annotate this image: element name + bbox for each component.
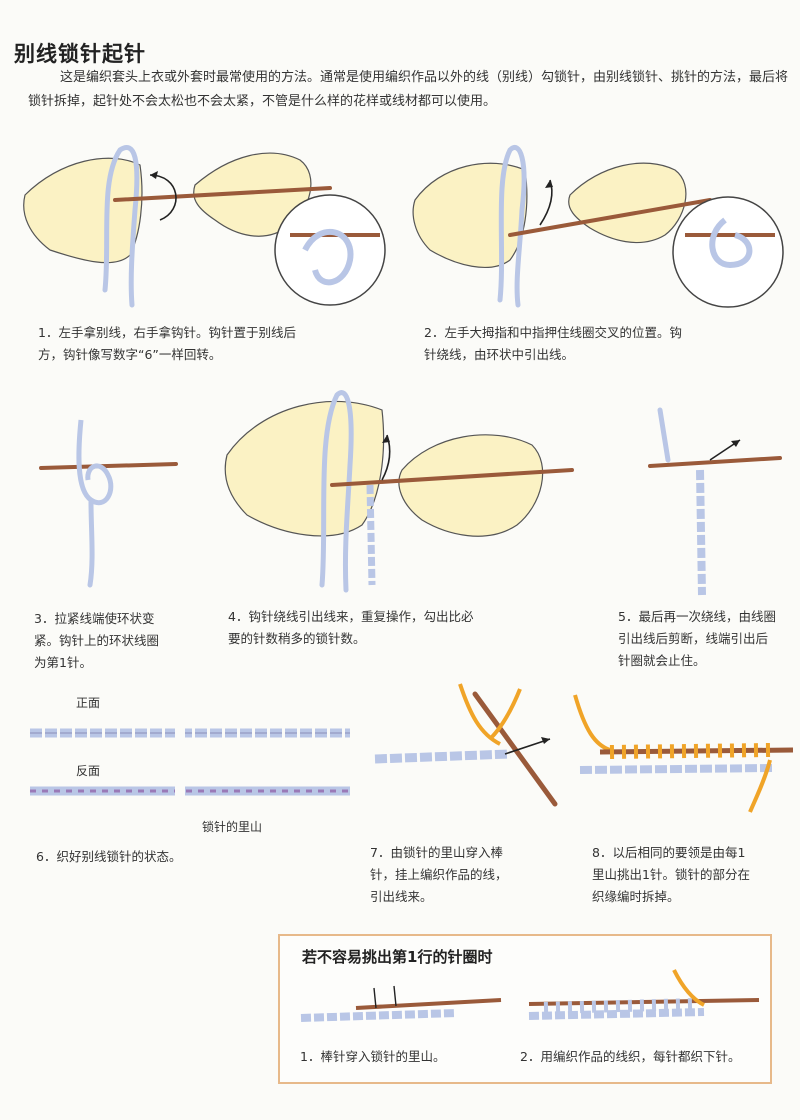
- caption-line: 5．最后再一次绕线，由线圈: [618, 609, 776, 624]
- knitting-needle: [472, 691, 558, 807]
- caption-line: 2．左手大拇指和中指押住线圈交叉的位置。钩: [424, 325, 682, 340]
- caption-line: 3．拉紧线端使环状变: [34, 611, 155, 626]
- tip-caption-2: 2．用编织作品的线织，每针都织下针。: [520, 1049, 741, 1064]
- yarn-end: [657, 407, 671, 463]
- step-1-caption: 1．左手拿别线，右手拿钩针。钩针置于别线后 方，钩针像写数字“6”一样回转。: [38, 322, 296, 366]
- step-2-caption: 2．左手大拇指和中指押住线圈交叉的位置。钩 针绕线，由环状中引出线。: [424, 322, 682, 366]
- working-yarn: [748, 759, 772, 813]
- figure-step-2: [412, 145, 784, 308]
- detail-circle: [274, 194, 386, 306]
- crochet-hook: [113, 186, 332, 202]
- stitches-on-needle: [609, 743, 771, 759]
- caption-line: 7．由锁针的里山穿入棒: [370, 845, 503, 860]
- step-3-caption: 3．拉紧线端使环状变 紧。钩针上的环状线圈 为第1针。: [34, 608, 159, 674]
- figure-step-7: [374, 683, 558, 807]
- chain-stitches: [579, 764, 776, 774]
- left-hand-illustration: [412, 162, 528, 268]
- figure-step-1: [23, 145, 386, 308]
- caption-line: 紧。钩针上的环状线圈: [34, 633, 160, 648]
- left-hand-illustration: [224, 400, 385, 537]
- figure-step-4: [224, 390, 574, 593]
- caption-line: 引出线后剪断，线端引出后: [618, 631, 769, 646]
- left-hand-illustration: [23, 157, 143, 264]
- working-yarn: [458, 683, 522, 746]
- caption-line: 为第1针。: [34, 655, 92, 670]
- step-8-caption: 8．以后相同的要领是由每1 里山挑出1针。锁针的部分在 织缘编时拆掉。: [592, 842, 750, 908]
- caption-line: 引出线来。: [370, 889, 433, 904]
- knitting-needle: [355, 998, 502, 1010]
- intro-paragraph: 这是编织套头上衣或外套时最常使用的方法。通常是使用编织作品以外的线（别线）勾锁针…: [28, 70, 789, 109]
- caption-line: 6．织好别线锁针的状态。: [36, 849, 182, 864]
- figure-step-6-front: [30, 718, 350, 748]
- step-4-caption: 4．钩针绕线引出线来，重复操作，勾出比必 要的针数稍多的锁针数。: [228, 606, 473, 650]
- working-yarn-tail: [573, 694, 611, 752]
- caption-line: 针绕线，由环状中引出线。: [424, 347, 575, 362]
- caption-line: 针圈就会止住。: [618, 653, 706, 668]
- crochet-hook: [330, 468, 574, 487]
- yarn-tail: [87, 499, 95, 588]
- page-title: 别线锁针起针: [14, 42, 146, 66]
- figure-step-3: [39, 419, 178, 588]
- caption-line: 4．钩针绕线引出线来，重复操作，勾出比必: [228, 609, 474, 624]
- step-6-caption: 6．织好别线锁针的状态。: [36, 846, 181, 868]
- crochet-hook: [39, 462, 178, 470]
- chain-stitches: [696, 469, 706, 596]
- figure-step-6-back: [30, 776, 350, 806]
- caption-line: 8．以后相同的要领是由每1: [592, 845, 746, 860]
- figure-step-8: [573, 694, 794, 813]
- right-hand-illustration: [568, 162, 687, 244]
- tip-figure-2: [528, 969, 760, 1020]
- yarn-strand: [497, 145, 527, 308]
- detail-circle: [672, 196, 784, 308]
- chain-back-bump-label: 锁针的里山: [202, 820, 263, 834]
- tip-figure-1: [300, 985, 502, 1022]
- pull-arrow: [504, 738, 551, 755]
- step-7-caption: 7．由锁针的里山穿入棒 针，挂上编织作品的线， 引出线来。: [370, 842, 508, 908]
- rotation-arrow: [149, 174, 177, 221]
- tip-caption-1: 1．棒针穿入锁针的里山。: [300, 1049, 446, 1064]
- crochet-hook: [508, 198, 712, 237]
- caption-line: 里山挑出1针。锁针的部分在: [592, 867, 750, 882]
- step-5-caption: 5．最后再一次绕线，由线圈 引出线后剪断，线端引出后 针圈就会止住。: [618, 606, 776, 672]
- figure-step-5: [648, 407, 782, 596]
- chain-front-label: 正面: [76, 696, 101, 710]
- chain-back-label: 反面: [76, 764, 101, 778]
- crochet-hook: [648, 456, 782, 468]
- caption-line: 方，钩针像写数字“6”一样回转。: [38, 347, 222, 362]
- knitting-needle: [528, 998, 760, 1006]
- yarn-strand: [102, 145, 140, 308]
- chain-stitches: [366, 484, 376, 586]
- yarn-strand: [319, 390, 354, 593]
- caption-line: 要的针数稍多的锁针数。: [228, 631, 366, 646]
- working-yarn: [672, 969, 705, 1007]
- right-hand-illustration: [398, 434, 544, 537]
- caption-line: 针，挂上编织作品的线，: [370, 867, 508, 882]
- caption-line: 织缘编时拆掉。: [592, 889, 680, 904]
- chain-stitches: [374, 749, 511, 764]
- caption-line: 1．左手拿别线，右手拿钩针。钩针置于别线后: [38, 325, 296, 340]
- tip-box-title: 若不容易挑出第1行的针圈时: [302, 948, 493, 966]
- yarn-loop: [76, 419, 114, 505]
